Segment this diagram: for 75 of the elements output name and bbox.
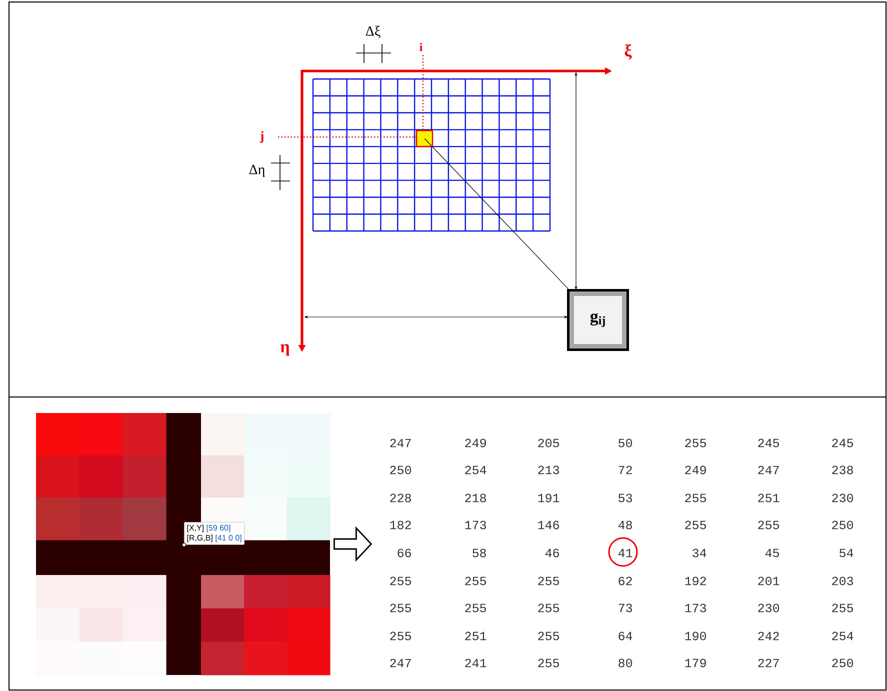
pixel-value: 242 (758, 632, 779, 640)
connector-line (424, 138, 568, 290)
pixel-value: 250 (390, 466, 412, 474)
pixel-value: 245 (758, 438, 779, 448)
tooltip: [X,Y] [59 60] [R,G,B] [41 0 0] (182, 522, 245, 547)
value-box: g$_{ij}$ (567, 289, 629, 351)
pixel-value: 249 (465, 438, 486, 448)
pixel-value: 201 (758, 576, 780, 586)
pixel-value: 250 (832, 658, 854, 668)
pixel-value: 203 (832, 576, 853, 586)
pixel-value: 255 (832, 604, 853, 612)
pixel-value: 251 (758, 494, 780, 502)
pixel-value: 254 (465, 466, 486, 474)
pixel-value: 255 (538, 604, 559, 612)
pixel-value: 50 (618, 438, 632, 448)
pixel-value: 54 (840, 548, 854, 558)
pixel-image (36, 413, 330, 676)
pixel-value: 255 (685, 520, 706, 530)
pixel-value: 251 (465, 632, 486, 640)
pixel-value: 247 (390, 438, 411, 448)
pixel-value: 218 (465, 494, 486, 502)
pixel-value: 80 (618, 658, 632, 668)
pixel-value: 247 (390, 658, 411, 668)
index-label: j (260, 131, 264, 143)
highlighted-cell (416, 130, 434, 148)
pixel-value: 255 (538, 658, 559, 668)
pixel-value: 250 (832, 520, 854, 530)
pixel-value: 192 (685, 576, 706, 586)
pixel-value: 255 (390, 632, 412, 640)
pixel-value: 255 (465, 576, 486, 586)
pixel-value: 255 (465, 604, 486, 612)
pixel-value: 230 (832, 494, 854, 502)
pixel-value: 249 (685, 466, 706, 474)
pixel-value: 41 (618, 548, 632, 558)
pixel-value: 255 (758, 520, 779, 530)
pixel-value: 241 (465, 658, 486, 668)
index-label: i (420, 42, 422, 52)
pixel-value: 173 (465, 520, 486, 530)
axis-label: η (280, 344, 290, 356)
pixel-value: 254 (832, 632, 854, 640)
pixel-value: 48 (618, 520, 632, 530)
pixel-value: 46 (545, 548, 559, 558)
pixel-value: 34 (692, 548, 706, 558)
axis-label: ξ (624, 44, 632, 60)
pixel-value: 173 (685, 604, 706, 612)
spacing-label: Δξ (366, 26, 380, 38)
pixel-value: 255 (685, 494, 706, 502)
pixel-value: 255 (390, 576, 412, 586)
pixel-value: 182 (390, 520, 411, 530)
pixel-value: 58 (472, 548, 486, 558)
pixel-value: 73 (618, 604, 632, 612)
pixel-value: 255 (685, 438, 706, 448)
pixel-value: 227 (758, 658, 779, 668)
pixel-value: 255 (538, 632, 559, 640)
pixel-value: 72 (618, 466, 632, 474)
pixel-value: 179 (685, 658, 706, 668)
pixel-value: 190 (685, 632, 706, 640)
pixel-value: 191 (538, 494, 560, 502)
pixel-value: 66 (398, 548, 411, 558)
pixel-value: 213 (538, 466, 559, 474)
pixel-value: 245 (832, 438, 853, 448)
pixel-value: 62 (618, 576, 632, 586)
pixel-value: 255 (538, 576, 559, 586)
spacing-label: Δη (249, 164, 264, 178)
pixel-value: 238 (832, 466, 853, 474)
pixel-value: 53 (618, 494, 632, 502)
pixel-value: 255 (390, 604, 412, 612)
pixel-value: 230 (758, 604, 780, 612)
block-arrow (334, 526, 372, 562)
pixel-value: 205 (538, 438, 559, 448)
pixel-value: 228 (390, 494, 411, 502)
pixel-value: 64 (618, 632, 632, 640)
pixel-value: 146 (538, 520, 559, 530)
pixel-value: 247 (758, 466, 779, 474)
pixel-value: 45 (765, 548, 779, 558)
